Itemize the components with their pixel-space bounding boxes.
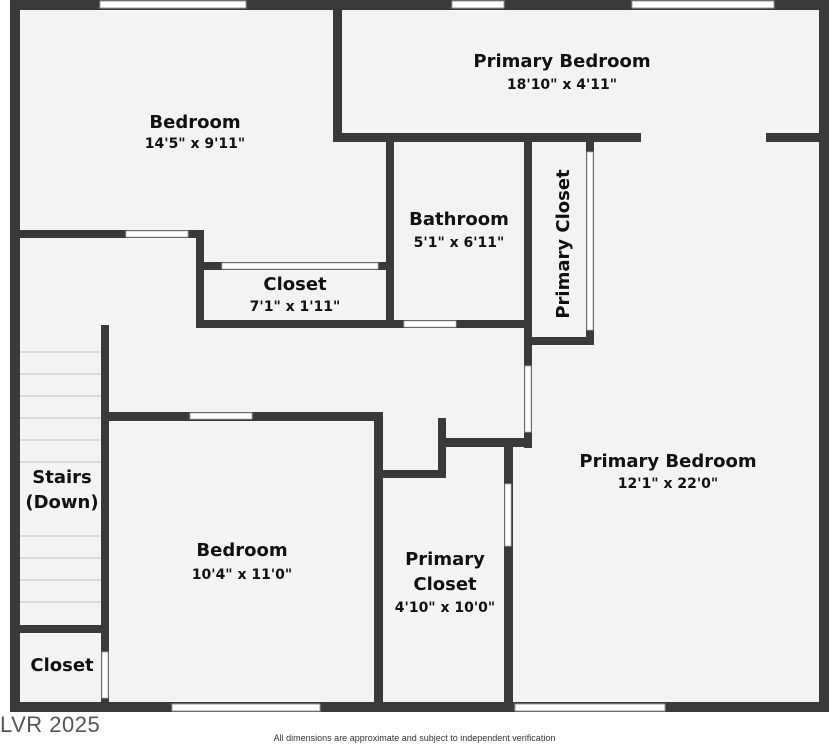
- room-dims: 14'5" x 9'11": [145, 136, 245, 152]
- room-dims: 5'1" x 6'11": [414, 235, 505, 251]
- watermark: LVR 2025: [0, 712, 101, 737]
- room-name: Closet: [413, 574, 477, 595]
- windows: [99, 0, 775, 712]
- window: [99, 0, 247, 9]
- room-name: Bathroom: [409, 209, 509, 230]
- window: [451, 0, 505, 9]
- window: [631, 0, 775, 9]
- room-dims: 4'10" x 10'0": [395, 600, 495, 616]
- stairs-label: (Down): [25, 492, 98, 513]
- room-name: Primary: [405, 549, 485, 570]
- room-name: Primary Bedroom: [473, 51, 650, 72]
- stairs-label: Stairs: [32, 467, 91, 488]
- room-name: Bedroom: [196, 540, 287, 561]
- room-dims: 18'10" x 4'11": [507, 77, 617, 93]
- room-name-vertical: Primary Closet: [553, 169, 574, 319]
- window: [514, 703, 666, 712]
- room-name: Primary Bedroom: [579, 451, 756, 472]
- disclaimer: All dimensions are approximate and subje…: [273, 733, 556, 743]
- room-name: Closet: [263, 274, 327, 295]
- window: [171, 703, 321, 712]
- room-dims: 12'1" x 22'0": [618, 476, 718, 492]
- room-labels: Bedroom 14'5" x 9'11" Primary Bedroom 18…: [25, 51, 756, 676]
- room-dims: 7'1" x 1'11": [250, 299, 341, 315]
- exterior-walls: [10, 0, 829, 712]
- room-name: Closet: [30, 655, 94, 676]
- door-openings: [101, 151, 594, 699]
- room-dims: 10'4" x 11'0": [192, 567, 292, 583]
- floor-area: [14, 8, 826, 706]
- room-name: Bedroom: [149, 112, 240, 133]
- stair-treads: [20, 351, 101, 603]
